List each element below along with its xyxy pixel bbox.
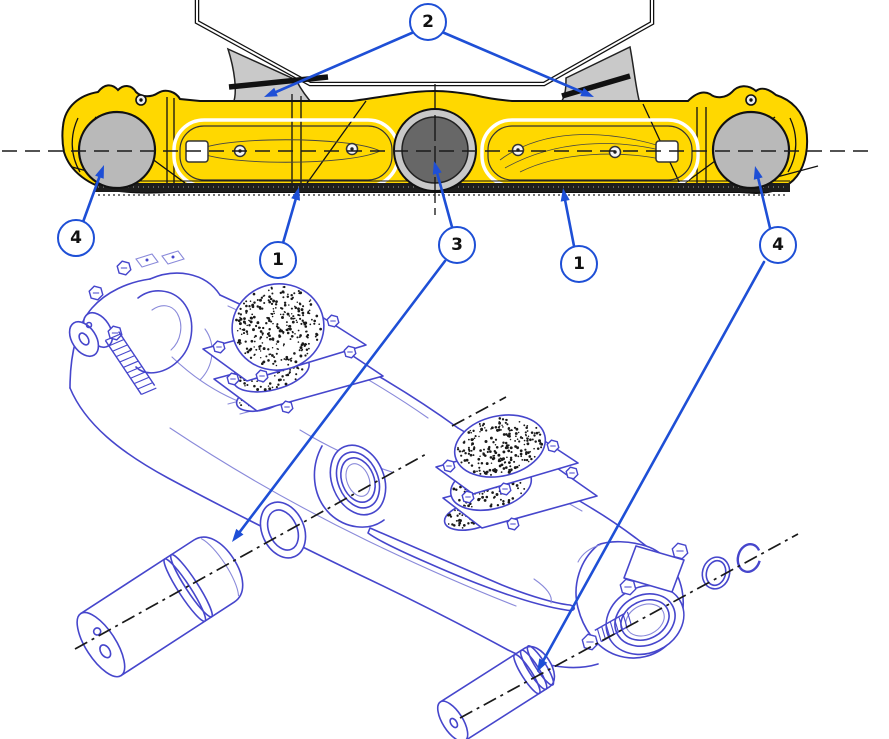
- callout-4-left: 4: [57, 219, 95, 257]
- support-mount-left: [226, 47, 331, 110]
- axle-beam-front-view: [2, 84, 870, 215]
- left-pivot-clamp: [68, 250, 213, 381]
- snap-ring: [736, 542, 762, 574]
- left-end-bushing: [68, 311, 114, 358]
- callout-1-right: 1: [560, 245, 598, 283]
- axle-isometric-view: [68, 250, 762, 739]
- callout-3: 3: [438, 226, 476, 264]
- pivot-pin-small: [436, 645, 556, 739]
- callout-4-right: 4: [759, 226, 797, 264]
- assembly-centerlines: [74, 396, 799, 719]
- o-ring: [701, 556, 731, 590]
- support-mount-right: [558, 45, 642, 112]
- rubber-pad-stack-center: [435, 414, 598, 531]
- kingpin-boss-right: [711, 94, 791, 190]
- callout-2: 2: [409, 3, 447, 41]
- kingpin-boss-left: [77, 94, 157, 190]
- callout-leader-lines: [81, 30, 772, 672]
- fastener-bolts: [88, 260, 689, 651]
- pivot-pin-large: [76, 536, 244, 678]
- pivot-bushing-bore: [393, 84, 477, 215]
- thrust-washer: [259, 501, 307, 559]
- pivot-bore-rings: [329, 444, 387, 516]
- rubber-pad-stack-left: [202, 283, 384, 415]
- chassis-outline: [194, 0, 655, 87]
- callout-1-left: 1: [259, 241, 297, 279]
